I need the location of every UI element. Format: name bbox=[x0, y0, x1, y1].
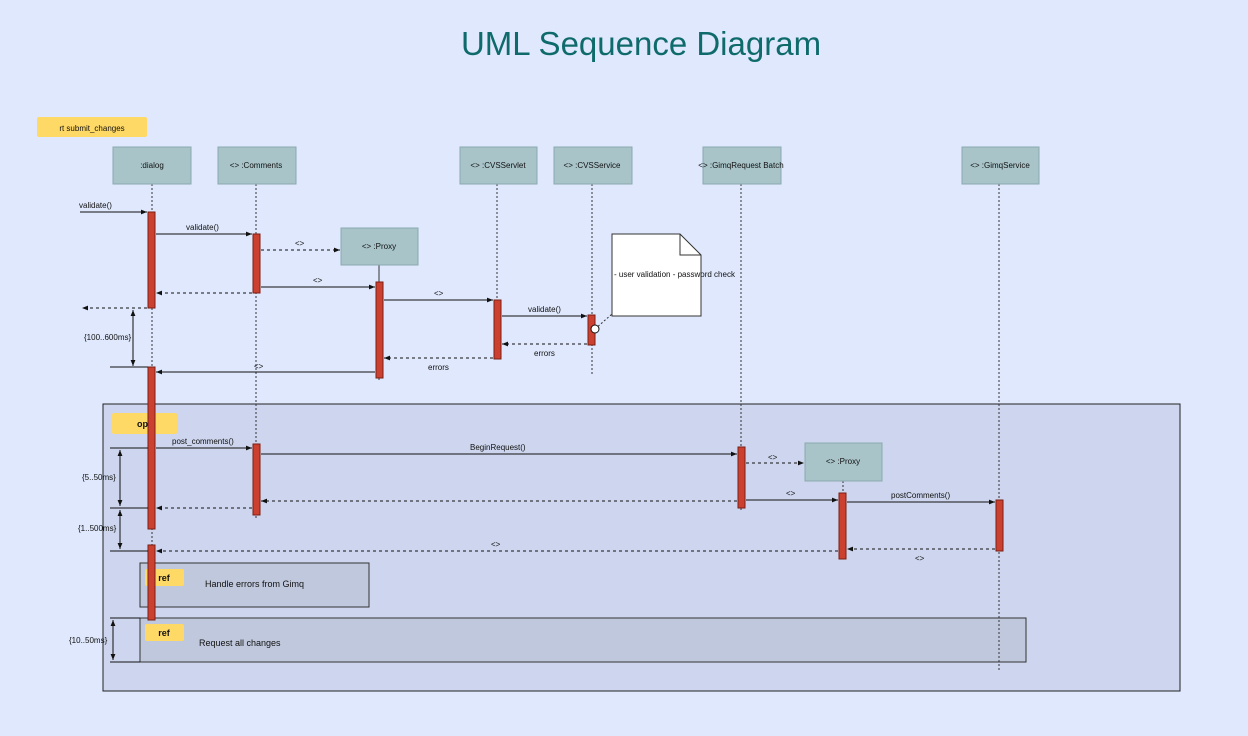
lifeline-header-cvsservlet[interactable] bbox=[459, 146, 538, 185]
msg-label-return-gimqservice: <> bbox=[915, 554, 925, 563]
lifeline-header-gimqrequest[interactable] bbox=[702, 146, 782, 185]
activation-dialog-3 bbox=[147, 544, 156, 621]
msg-label-post-comments-service: postComments() bbox=[891, 491, 950, 500]
msg-label-create-proxy2: <> bbox=[768, 453, 778, 462]
lifeline-label-cvsservice: <> :CVSService bbox=[564, 161, 621, 170]
activation-proxy1 bbox=[375, 281, 384, 379]
lifeline-header-gimqservice[interactable] bbox=[961, 146, 1040, 185]
opt-label: opt bbox=[137, 419, 151, 429]
lifeline-label-proxy2: <> :Proxy bbox=[826, 457, 860, 466]
note-shape[interactable] bbox=[611, 233, 702, 317]
lifeline-header-dialog[interactable] bbox=[112, 146, 192, 185]
diagram-title: UML Sequence Diagram bbox=[461, 25, 821, 62]
note-text: - user validation - password check bbox=[614, 270, 736, 279]
lifeline-label-comments: <> :Comments bbox=[230, 161, 282, 170]
lifeline-label-gimqservice: <> :GimqService bbox=[970, 161, 1030, 170]
constraint-label-c1: {100..600ms} bbox=[84, 333, 131, 342]
activation-proxy2 bbox=[838, 492, 847, 560]
msg-label-errors-cvsservlet: errors bbox=[428, 363, 449, 372]
msg-label-create-proxy: <> bbox=[295, 239, 305, 248]
ref-label-1: ref bbox=[158, 573, 171, 583]
msg-label-call-proxy2: <> bbox=[786, 489, 796, 498]
activation-gimqservice bbox=[995, 499, 1004, 552]
activation-cvsservlet bbox=[493, 299, 502, 360]
lifeline-header-comments[interactable] bbox=[217, 146, 297, 185]
msg-label-call-cvsservlet: <> bbox=[434, 289, 444, 298]
constraint-label-c4: {10..50ms} bbox=[69, 636, 108, 645]
activation-comments-2 bbox=[252, 443, 261, 516]
lifeline-label-dialog: :dialog bbox=[140, 161, 164, 170]
ref-text-handle-errors: Handle errors from Gimq bbox=[205, 579, 304, 589]
activation-dialog-2 bbox=[147, 366, 156, 530]
activation-comments-1 bbox=[252, 233, 261, 294]
ref-box-request-changes[interactable] bbox=[139, 617, 1027, 663]
ref-text-request-changes: Request all changes bbox=[199, 638, 281, 648]
msg-label-begin-request: BeginRequest() bbox=[470, 443, 526, 452]
note-fold bbox=[679, 234, 701, 256]
msg-label-post-comments: post_comments() bbox=[172, 437, 234, 446]
constraint-label-c2: {5..50ms} bbox=[82, 473, 116, 482]
opt-label-box bbox=[112, 413, 177, 434]
msg-label-validate-comments: validate() bbox=[186, 223, 219, 232]
msg-label-validate-cvsservice: validate() bbox=[528, 305, 561, 314]
lifeline-label-proxy1: <> :Proxy bbox=[362, 242, 396, 251]
activation-dialog-1 bbox=[147, 211, 156, 309]
msg-label-errors-cvsservice: errors bbox=[534, 349, 555, 358]
lifeline-label-cvsservlet: <> :CVSServlet bbox=[470, 161, 526, 170]
frame-label: rt submit_changes bbox=[59, 124, 124, 133]
constraint-label-c3: {1..500ms} bbox=[78, 524, 117, 533]
ref-label-2: ref bbox=[158, 628, 171, 638]
frame-label-box bbox=[37, 117, 147, 137]
msg-label-call-proxy1: <> bbox=[313, 276, 323, 285]
msg-label-validate-dialog: validate() bbox=[79, 201, 112, 210]
activation-gimqrequest bbox=[737, 446, 746, 509]
msg-label-return-proxy2: <> bbox=[491, 540, 501, 549]
ref-label-box-2 bbox=[145, 624, 184, 641]
lifeline-label-gimqrequest: <> :GimqRequest Batch bbox=[698, 161, 783, 170]
lifeline-header-cvsservice[interactable] bbox=[553, 146, 633, 185]
condition-circle bbox=[590, 324, 600, 334]
lifeline-header-proxy2[interactable] bbox=[804, 442, 883, 482]
msg-label-return-proxy1: <> bbox=[254, 362, 264, 371]
lifeline-header-proxy1[interactable] bbox=[340, 227, 419, 266]
